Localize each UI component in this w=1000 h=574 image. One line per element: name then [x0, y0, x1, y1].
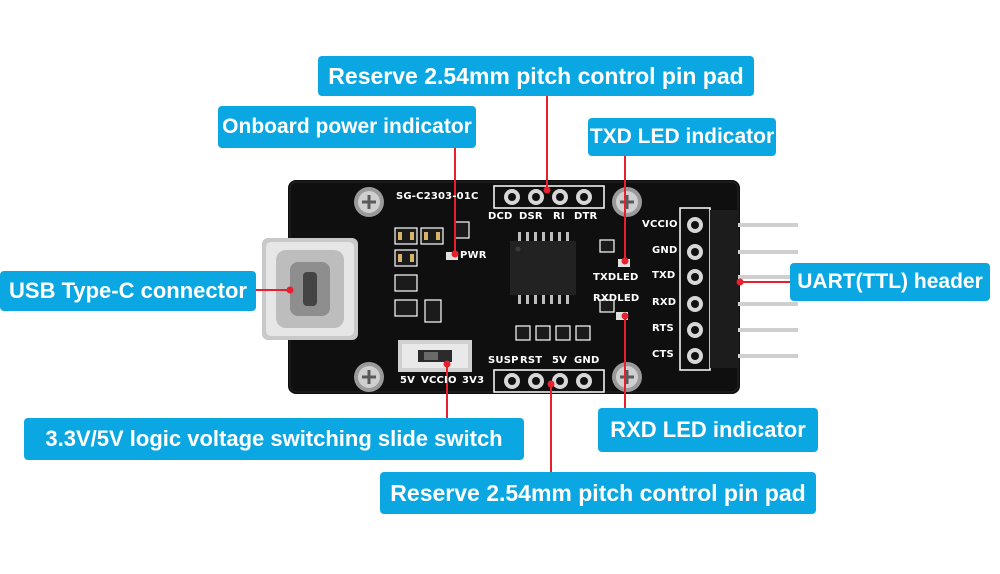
- top-pad-label-dtr: DTR: [574, 211, 598, 222]
- leader-dot: [621, 312, 629, 320]
- bottom-pad-label-5v: 5V: [552, 355, 568, 366]
- screw-icon: [354, 362, 384, 392]
- header-pin-label-gnd: GND: [652, 245, 678, 256]
- callout-power-indicator: Onboard power indicator: [218, 106, 476, 148]
- rxdled-label: RXDLED: [593, 293, 640, 304]
- main-ic: [510, 232, 576, 304]
- board-model-label: SG-C2303-01C: [396, 191, 479, 202]
- txdled-label: TXDLED: [593, 272, 639, 283]
- callout-pad-top: Reserve 2.54mm pitch control pin pad: [318, 56, 754, 96]
- callout-rxd-led: RXD LED indicator: [598, 408, 818, 452]
- top-pin-pad: [493, 185, 605, 209]
- bottom-pad-label-susp: SUSP: [488, 355, 519, 366]
- leader-dot: [736, 278, 744, 286]
- pwr-label: PWR: [460, 250, 487, 261]
- screw-icon: [354, 187, 384, 217]
- screw-icon: [612, 187, 642, 217]
- top-pad-label-ri: RI: [553, 211, 565, 222]
- header-pin-label-vccio: VCCIO: [642, 219, 678, 230]
- switch-label-5v: 5V: [400, 375, 416, 386]
- screw-icon: [612, 362, 642, 392]
- switch-label-3v3: 3V3: [462, 375, 485, 386]
- callout-txd-led: TXD LED indicator: [588, 118, 776, 156]
- switch-label-vccio: VCCIO: [421, 375, 457, 386]
- leader-dot: [543, 186, 551, 194]
- power-led: [446, 252, 458, 260]
- header-pin-label-txd: TXD: [652, 270, 676, 281]
- leader-dot: [547, 380, 555, 388]
- callout-usb-c: USB Type-C connector: [0, 271, 256, 311]
- bottom-pad-label-rst: RST: [520, 355, 543, 366]
- bottom-pin-pad: [493, 369, 605, 393]
- usb-c-connector: [262, 238, 358, 340]
- header-pin-label-rts: RTS: [652, 323, 674, 334]
- leader-dot: [451, 250, 459, 258]
- top-pad-label-dcd: DCD: [488, 211, 513, 222]
- uart-header: [679, 207, 798, 371]
- bottom-pad-label-gnd: GND: [574, 355, 600, 366]
- callout-voltage-switch: 3.3V/5V logic voltage switching slide sw…: [24, 418, 524, 460]
- header-pin-label-cts: CTS: [652, 349, 674, 360]
- callout-uart-header: UART(TTL) header: [790, 263, 990, 301]
- callout-pad-bottom: Reserve 2.54mm pitch control pin pad: [380, 472, 816, 514]
- leader-dot: [621, 257, 629, 265]
- leader-dot: [443, 360, 451, 368]
- slide-switch: [398, 340, 472, 372]
- leader-dot: [286, 286, 294, 294]
- header-pin-label-rxd: RXD: [652, 297, 677, 308]
- top-pad-label-dsr: DSR: [519, 211, 543, 222]
